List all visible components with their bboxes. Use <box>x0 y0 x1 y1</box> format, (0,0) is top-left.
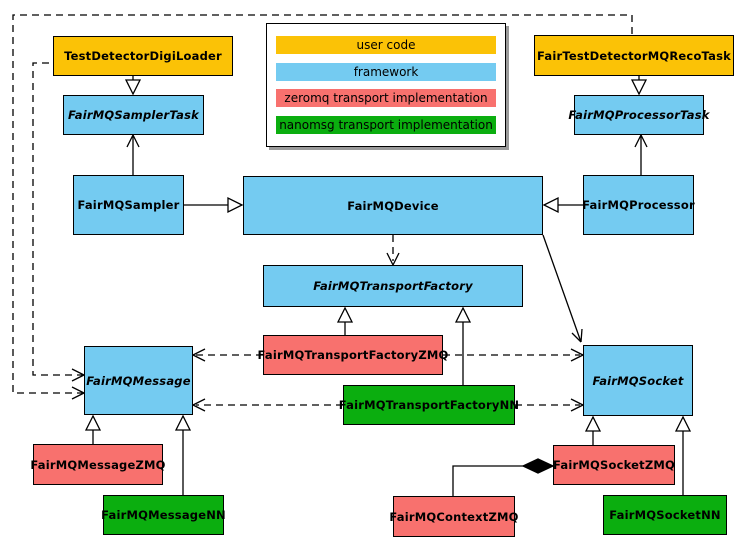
legend-label: user code <box>356 38 416 53</box>
class-box-fairmqmessagezmq: FairMQMessageZMQ <box>30 444 166 485</box>
class-box-fairmqsamplertask: FairMQSamplerTask <box>63 95 204 135</box>
class-box-fairtestdetectormqrecotask: FairTestDetectorMQRecoTask <box>534 35 734 76</box>
class-box-fairmqsocketzmq: FairMQSocketZMQ <box>553 445 675 485</box>
class-box-fairmqsocket: FairMQSocket <box>583 345 693 416</box>
class-label: FairMQSocketNN <box>609 508 721 522</box>
class-label: TestDetectorDigiLoader <box>64 49 222 63</box>
class-label: FairMQSocket <box>592 373 684 388</box>
class-box-fairmqmessage: FairMQMessage <box>84 346 193 415</box>
class-box-fairmqdevice: FairMQDevice <box>243 176 543 235</box>
class-label: FairMQSocketZMQ <box>553 458 675 472</box>
class-label: FairMQDevice <box>347 198 439 213</box>
class-label: FairMQTransportFactoryNN <box>338 398 520 412</box>
class-label: FairMQContextZMQ <box>389 509 519 524</box>
class-box-fairmqsampler: FairMQSampler <box>73 175 184 235</box>
class-label: FairMQProcessorTask <box>568 108 710 122</box>
class-label: FairMQMessage <box>86 373 191 388</box>
legend-item-user-code: user code <box>276 36 496 55</box>
edge-device-socket <box>542 234 582 343</box>
class-label: FairMQMessageNN <box>101 508 226 522</box>
class-box-fairmqtransportfactory: FairMQTransportFactory <box>263 265 523 307</box>
class-box-testdetectordigiloader: TestDetectorDigiLoader <box>53 36 233 76</box>
edge-socketzmq-contextzmq <box>452 465 530 496</box>
class-label: FairMQProcessor <box>582 198 695 212</box>
class-box-fairmqtransportfactorynn: FairMQTransportFactoryNN <box>339 385 519 425</box>
legend-item-nanomsg: nanomsg transport implementation <box>276 115 496 134</box>
legend-item-zeromq: zeromq transport implementation <box>276 89 496 108</box>
legend-label: nanomsg transport implementation <box>279 117 493 132</box>
legend-label: zeromq transport implementation <box>284 91 488 106</box>
class-label: FairTestDetectorMQRecoTask <box>537 48 731 63</box>
class-label: FairMQMessageZMQ <box>30 457 166 472</box>
class-label: FairMQTransportFactoryZMQ <box>257 348 449 362</box>
class-box-fairmqcontextzmq: FairMQContextZMQ <box>389 496 518 537</box>
class-box-fairmqprocessortask: FairMQProcessorTask <box>568 95 709 135</box>
class-box-fairmqtransportfactoryzmq: FairMQTransportFactoryZMQ <box>258 335 448 375</box>
class-box-fairmqprocessor: FairMQProcessor <box>582 175 695 235</box>
class-box-fairmqmessagenn: FairMQMessageNN <box>101 495 226 535</box>
class-label: FairMQTransportFactory <box>313 279 473 293</box>
legend: user code framework zeromq transport imp… <box>266 23 506 147</box>
class-box-fairmqsocketnn: FairMQSocketNN <box>603 495 727 535</box>
class-label: FairMQSamplerTask <box>68 108 199 122</box>
legend-label: framework <box>353 64 419 79</box>
class-label: FairMQSampler <box>77 198 180 212</box>
legend-item-framework: framework <box>276 62 496 81</box>
